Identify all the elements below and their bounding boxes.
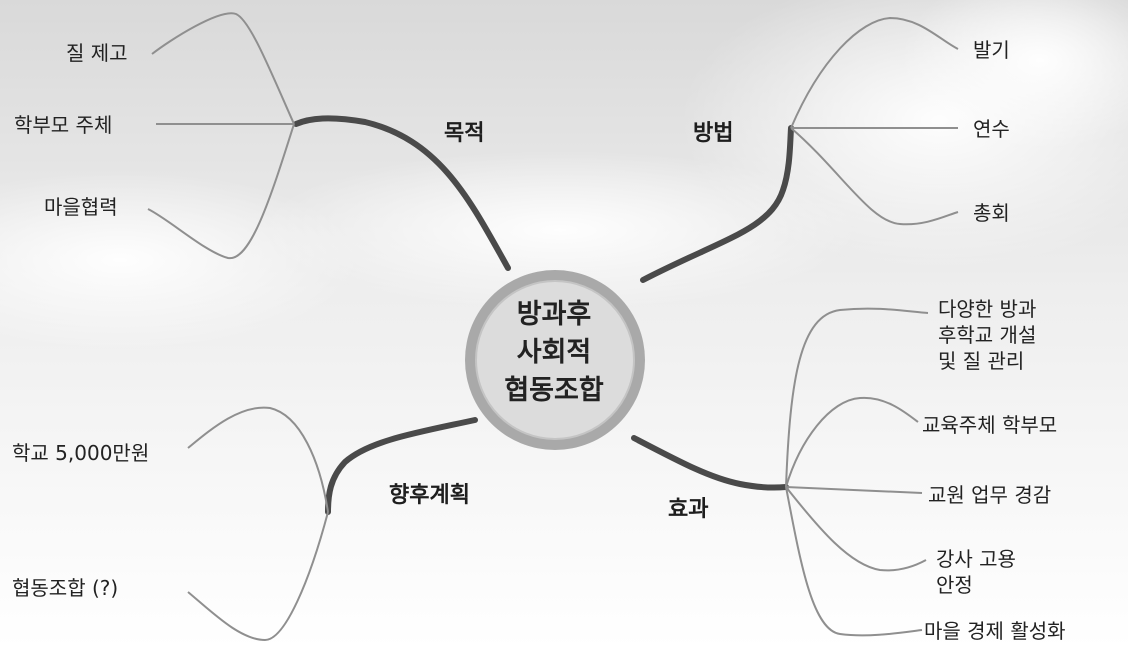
center-node [475,280,635,440]
leaf-line: 후학교 개설 [938,323,1037,347]
main-branch-method [640,125,794,283]
leaf-plan-1: 학교 5,000만원 [12,441,150,465]
leaf-method-3: 총회 [973,201,1010,225]
main-branch-plan [325,417,478,515]
sub-branch [785,307,929,488]
main-branch-effect [631,435,789,491]
sub-branch [785,486,923,494]
sub-branch [790,16,959,129]
center-line: 방과후 [516,299,592,330]
sub-branch [147,123,295,260]
leaf-effect-1: 다양한 방과 후학교 개설 및 질 관리 [938,296,1036,374]
sub-branch [785,486,927,572]
leaf-line: 다양한 방과 [938,297,1037,321]
leaf-purpose-2: 학부모 주체 [14,113,113,137]
cloud [260,150,860,310]
leaf-purpose-3: 마을협력 [44,195,118,219]
sub-branch [151,12,295,125]
cloud [900,0,1128,150]
leaf-method-1: 발기 [973,38,1010,62]
leaf-purpose-1: 질 제고 [66,41,128,65]
leaf-effect-5: 마을 경제 활성화 [924,619,1066,643]
leaf-effect-4: 강사 고용 안정 [936,546,1016,598]
center-title: 방과후 사회적 협동조합 [470,296,638,410]
branch-title-plan: 향후계획 [389,483,470,508]
branch-title-effect: 효과 [668,497,709,522]
leaf-plan-2: 협동조합 (?) [12,576,119,600]
center-line: 협동조합 [504,375,604,406]
leaf-line: 강사 고용 [936,547,1016,571]
leaf-line: 안정 [936,573,973,597]
branch-title-method: 방법 [693,121,734,146]
center-line: 사회적 [516,337,592,368]
sub-branch [187,406,329,513]
leaf-line: 및 질 관리 [938,349,1025,373]
branch-title-purpose: 목적 [444,121,485,146]
sub-branch [785,486,923,637]
sub-branch [785,396,919,488]
leaf-method-2: 연수 [973,117,1010,141]
main-branch-purpose [293,115,511,271]
leaf-effect-2: 교육주체 학부모 [922,413,1058,437]
sub-branch [187,511,329,642]
leaf-effect-3: 교원 업무 경감 [928,483,1052,507]
sub-branch [790,127,959,226]
